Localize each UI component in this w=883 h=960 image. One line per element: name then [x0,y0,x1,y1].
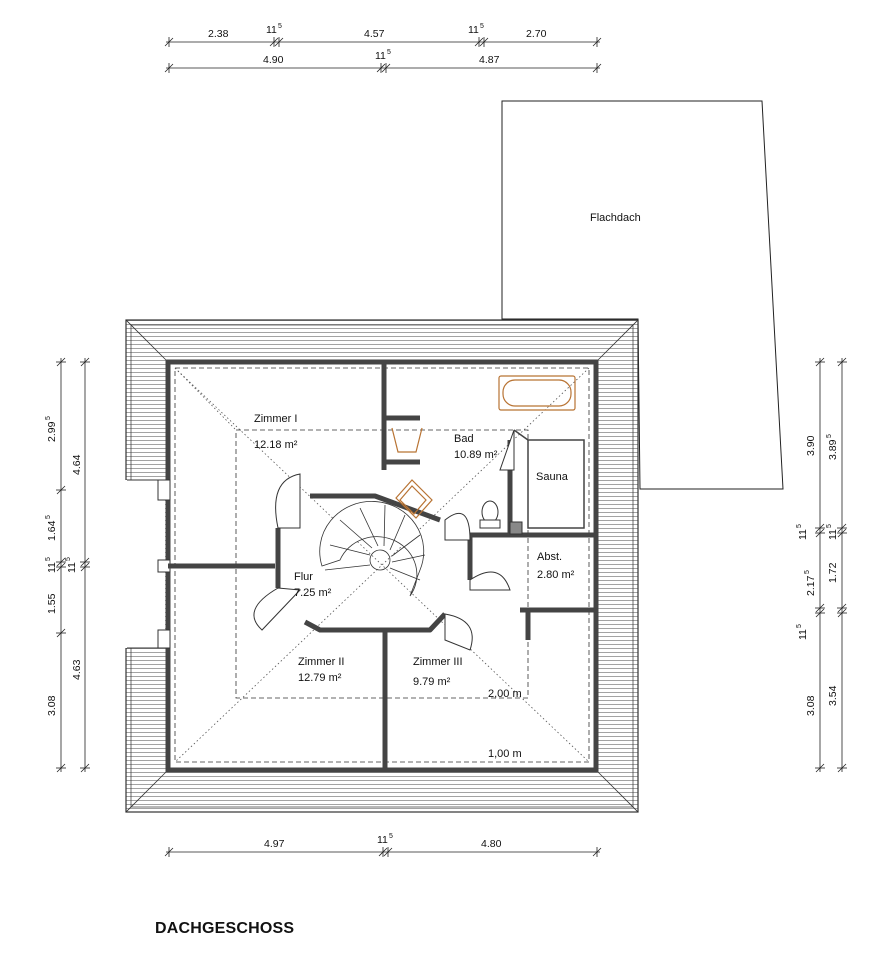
staircase [319,501,426,597]
room-zimmer1-name: Zimmer I [254,413,297,425]
dim-right-outer-d: 3.54 [827,685,839,706]
dim-right-inner-b-sup: 5 [796,524,803,528]
bathtub [498,375,576,411]
dim-left-inner-b-sup: 5 [65,557,72,561]
dim-left-outer-c: 11 [46,562,58,573]
room-zimmer1-area: 12.18 m² [254,439,298,451]
dim-bottom-c: 4.80 [481,838,502,850]
height-mark-2m: 2,00 m [488,688,522,700]
room-flur-name: Flur [294,571,313,583]
dim-right-outer-a-sup: 5 [826,434,833,438]
dim-top1-b-sup: 5 [278,23,282,30]
dim-top2-c: 4.87 [479,54,500,66]
room-zimmer2-area: 12.79 m² [298,672,342,684]
dim-top2-a: 4.90 [263,54,284,66]
dim-top1-a: 2.38 [208,28,229,40]
sauna-walls [513,429,585,529]
dim-right-outer-b-sup: 5 [826,524,833,528]
dim-left-inner-b: 11 [66,562,78,573]
dim-left-outer-b: 1.64 [46,520,58,541]
dim-left-outer-e: 3.08 [46,695,58,716]
room-abst-name: Abst. [537,551,562,563]
room-bad-area: 10.89 m² [454,449,498,461]
left-windows [157,479,171,649]
dim-bottom-b: 11 [377,834,388,846]
door-swings [253,473,511,651]
dim-right-outer-a: 3.89 [827,439,839,460]
room-flur-area: 7.25 m² [294,587,332,599]
room-zimmer3-area: 9.79 m² [413,676,451,688]
chimney [509,521,523,535]
dim-top1-d: 11 [468,24,479,36]
dim-left-outer-b-sup: 5 [45,515,52,519]
dim-left-inner-c: 4.63 [71,659,83,680]
room-abst-area: 2.80 m² [537,569,575,581]
roof-ridge-lines [174,367,590,763]
dim-right-inner-a: 3.90 [805,435,817,456]
floor-title: DACHGESCHOSS [155,920,295,937]
room-sauna-name: Sauna [536,471,569,483]
dim-right-inner-d-sup: 5 [796,624,803,628]
dimension-lines [56,37,847,857]
room-bad-name: Bad [454,433,474,445]
dim-left-outer-c-sup: 5 [45,557,52,561]
dim-right-outer-b: 11 [827,529,839,540]
dim-right-outer-c: 1.72 [827,562,839,583]
room-zimmer3-name: Zimmer III [413,656,463,668]
dim-left-outer-d: 1.55 [46,593,58,614]
dim-left-inner-a: 4.64 [71,454,83,475]
dim-top1-c: 4.57 [364,28,385,40]
dim-right-inner-c: 2.17 [805,575,817,596]
dim-left-outer-a-sup: 5 [45,416,52,420]
toilet [479,500,501,529]
dim-left-outer-a: 2.99 [46,421,58,442]
dim-top2-b-sup: 5 [387,49,391,56]
interior-walls [168,362,596,770]
dim-top1-b: 11 [266,24,277,36]
dim-bottom-a: 4.97 [264,838,285,850]
flat-roof-outline [501,100,784,490]
room-zimmer2-name: Zimmer II [298,656,344,668]
dim-top1-e: 2.70 [526,28,547,40]
dim-bottom-b-sup: 5 [389,833,393,840]
dim-top2-b: 11 [375,50,386,62]
dim-top1-d-sup: 5 [480,23,484,30]
dim-right-inner-b: 11 [797,529,809,540]
flat-roof-label: Flachdach [590,212,641,224]
dim-right-inner-d: 11 [797,629,809,640]
height-mark-1m: 1,00 m [488,748,522,760]
bath-door [499,429,515,471]
dim-right-inner-e: 3.08 [805,695,817,716]
dim-right-inner-c-sup: 5 [804,570,811,574]
bath-cabinet [391,427,433,519]
